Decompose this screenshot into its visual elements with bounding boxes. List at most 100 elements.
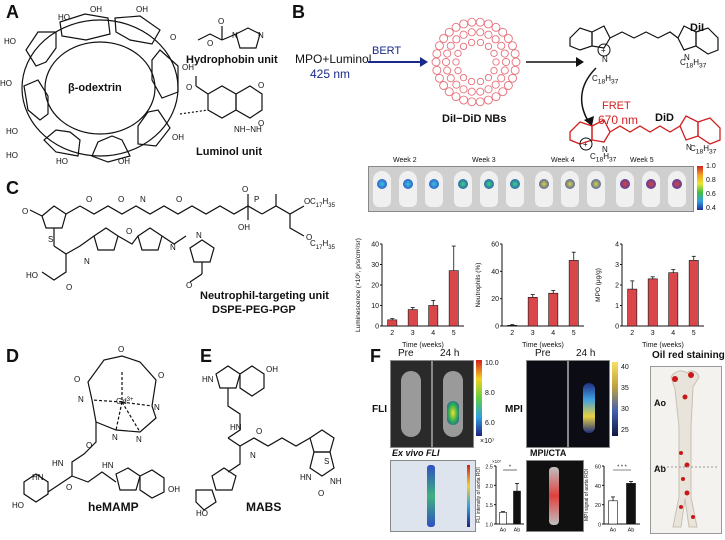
mouse-image [642,171,660,207]
fli-tick-3: 6.0 [485,420,495,427]
svg-text:OH: OH [172,133,184,142]
x-tick-label: 5 [452,330,456,337]
x-axis-label: Time (weeks) [402,342,444,349]
week-label-5: Week 5 [630,157,654,164]
mouse-image [668,171,686,207]
fli-pre-label: Pre [398,348,414,359]
svg-text:O: O [74,375,80,384]
svg-text:O: O [126,227,132,236]
signal-spot [403,179,413,189]
exponent-label: ×10⁷ [492,459,502,464]
mpi-tick-3: 30 [621,406,629,413]
fli-pre-image [390,360,432,448]
svg-text:N: N [602,55,608,64]
mpi-cta-label: MPI/CTA [530,448,567,458]
svg-text:HN: HN [52,459,64,468]
colorbar-tick-2: 0.8 [706,177,716,184]
mpi-cta-image [526,460,584,532]
dii-label: DiI [690,22,705,34]
signal-spot [377,179,387,189]
y-tick-label: 4 [615,242,619,249]
y-tick-label: 20 [491,296,499,303]
svg-text:+: + [601,46,606,55]
svg-text:OH: OH [118,157,130,166]
y-axis-label: Neutrophils (%) [475,263,482,308]
svg-text:OH: OH [168,485,180,494]
y-axis-label: MPO (μg/g) [595,268,602,302]
mouse-image [616,171,634,207]
svg-text:P: P [254,195,259,204]
svg-text:HO: HO [58,13,70,22]
signal-spot [565,179,575,189]
y-tick-label: 3 [615,262,619,269]
svg-text:N: N [136,435,142,444]
bar [608,500,618,525]
svg-text:O: O [186,281,192,290]
did-chain-1: C18H37 [690,144,717,156]
svg-text:OH: OH [182,63,194,72]
significance-label: * * * [617,465,627,471]
reaction-label: MPO+Luminol [295,52,372,66]
x-tick-label: Ao [610,528,617,534]
bar [513,490,521,525]
hemamp-label: heMAMP [88,500,139,514]
x-axis-label: Time (weeks) [522,342,564,349]
y-tick-label: 40 [491,269,499,276]
svg-text:O: O [218,17,224,26]
signal-spot [620,179,630,189]
mpi-tick-1: 40 [621,364,629,371]
svg-text:O: O [66,483,72,492]
svg-text:HO: HO [56,157,68,166]
svg-text:HO: HO [26,271,38,280]
svg-text:O: O [207,39,213,48]
y-tick-label: 2.5 [485,465,493,471]
svg-text:HO: HO [6,127,18,136]
oil-red-aorta-image [650,366,722,534]
svg-text:N: N [78,395,84,404]
y-tick-label: 30 [371,262,379,269]
svg-text:OH: OH [136,5,148,14]
y-tick-label: 0 [615,324,619,331]
svg-text:N: N [602,145,608,154]
colorbar-tick-4: 0.4 [706,205,716,212]
svg-text:HO: HO [0,79,12,88]
mpi-tick-4: 25 [621,427,629,434]
did-chain-2: C18H37 [590,152,617,164]
bar [548,292,559,327]
bar [668,272,679,327]
svg-text:HN: HN [102,461,114,470]
ex-vivo-label: Ex vivo FLI [392,448,440,458]
nb-to-dye-arrow [526,57,584,67]
colorbar-tick-3: 0.6 [706,191,716,198]
mouse-image [506,171,524,207]
mouse-image [454,171,472,207]
x-tick-label: 5 [572,330,576,337]
svg-text:HO: HO [196,509,208,518]
signal-spot [672,179,682,189]
svg-text:N: N [250,451,256,460]
y-tick-label: 2 [615,283,619,290]
svg-text:O: O [176,195,182,204]
oil-red-label: Oil red staining [652,350,725,361]
bar [407,309,418,327]
bar [428,305,439,327]
mouse-image [425,171,443,207]
week-imaging-strip [368,166,694,212]
svg-text:N: N [196,231,202,240]
x-tick-label: Ao [500,528,507,534]
mice-strip [369,167,693,211]
bar [626,483,636,525]
svg-text:HO: HO [6,151,18,160]
svg-text:C17H35: C17H35 [310,197,336,209]
mpi-24h-label: 24 h [576,348,596,359]
svg-text:OH: OH [238,223,250,232]
dii-chain-2: C18H37 [592,74,619,86]
mouse-image [373,171,391,207]
panel-d-letter: D [6,346,19,366]
svg-text:O: O [306,233,312,242]
